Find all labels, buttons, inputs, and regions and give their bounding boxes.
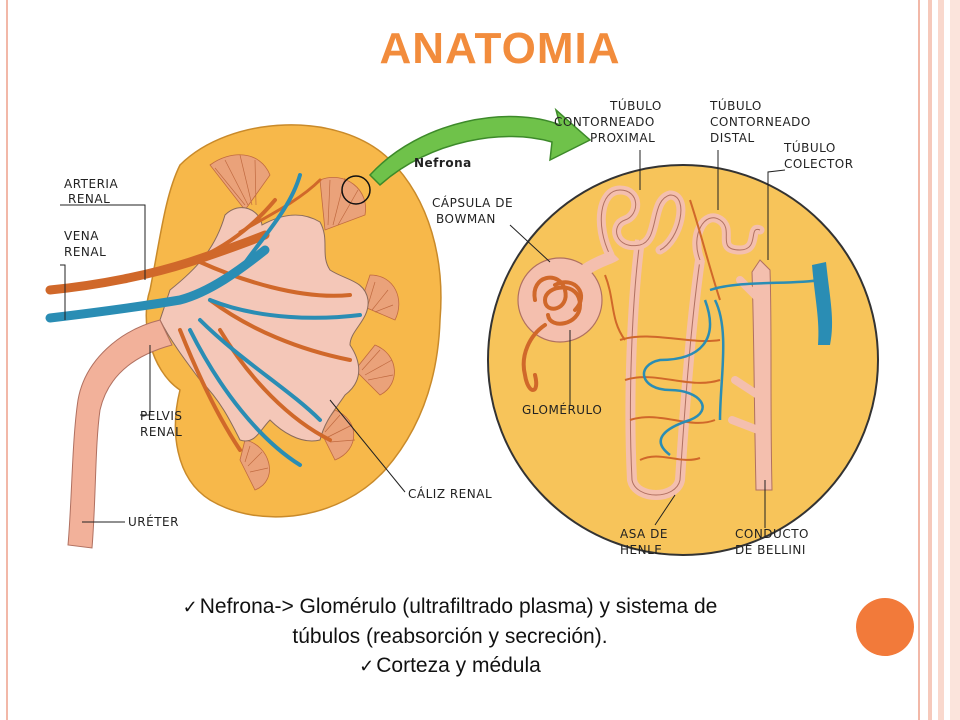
label-tubulo-proximal-3: PROXIMAL (590, 131, 655, 145)
label-tubulo-distal-1: TÚBULO (709, 98, 762, 113)
label-conducto-2: DE BELLINI (735, 543, 806, 557)
label-capsula-2: BOWMAN (436, 212, 496, 226)
bullet-item-1: ✓Nefrona-> Glomérulo (ultrafiltrado plas… (80, 592, 820, 622)
nephron-marker (341, 175, 371, 205)
nephron-background (487, 164, 879, 556)
checkmark-icon: ✓ (182, 597, 198, 617)
bullet-item-2: ✓Corteza y médula (80, 651, 820, 681)
label-tubulo-proximal-1: TÚBULO (609, 98, 662, 113)
right-stripe-2 (938, 0, 944, 720)
label-nefrona: Nefrona (414, 156, 472, 170)
label-tubulo-distal-2: CONTORNEADO (710, 115, 811, 129)
vein-trunk (812, 262, 833, 345)
label-pelvis-renal-2: RENAL (140, 425, 182, 439)
right-stripe-1 (928, 0, 932, 720)
checkmark-icon: ✓ (359, 656, 375, 676)
label-vena-renal-2: RENAL (64, 245, 106, 259)
label-arteria-renal-1: ARTERIA (64, 177, 118, 191)
kidney (45, 124, 442, 549)
bowmans-capsule (517, 257, 603, 343)
decorative-orange-circle (856, 598, 914, 656)
nephron-detail (487, 164, 879, 556)
label-arteria-renal-2: RENAL (68, 192, 110, 206)
label-conducto-1: CONDUCTO (735, 527, 809, 541)
label-vena-renal-1: VENA (64, 229, 99, 243)
leader-lines (60, 150, 786, 528)
bullet-1-line-2: túbulos (reabsorción y secreción). (292, 625, 608, 648)
nephron-arrow (368, 107, 592, 187)
label-glomerulo: GLOMÉRULO (522, 402, 602, 417)
slide-frame (6, 0, 920, 720)
bullet-list: ✓Nefrona-> Glomérulo (ultrafiltrado plas… (80, 592, 820, 681)
label-tubulo-distal-3: DISTAL (710, 131, 755, 145)
label-capsula-1: CÁPSULA DE (432, 195, 513, 210)
ureter (67, 319, 173, 549)
label-caliz-renal: CÁLIZ RENAL (408, 486, 492, 501)
label-pelvis-renal-1: PELVIS (140, 409, 183, 423)
label-asa-henle-2: HENLE (620, 543, 662, 557)
label-tubulo-colector-2: COLECTOR (784, 157, 854, 171)
label-tubulo-proximal-2: CONTORNEADO (554, 115, 655, 129)
glomerulus (521, 275, 583, 392)
diagram-labels: Nefrona ARTERIA RENAL VENA RENAL PELVIS … (64, 98, 854, 557)
right-stripe-3 (950, 0, 960, 720)
peritubular-veins (642, 278, 821, 456)
slide-title: ANATOMIA (379, 24, 621, 73)
bullet-1-line-1: Nefrona-> Glomérulo (ultrafiltrado plasm… (199, 595, 718, 618)
peritubular-arteries (604, 199, 721, 461)
renal-vein (45, 173, 362, 467)
label-ureter: URÉTER (128, 514, 179, 529)
bullet-2-text: Corteza y médula (376, 654, 541, 677)
label-asa-henle-1: ASA DE (620, 527, 668, 541)
label-tubulo-colector-1: TÚBULO (783, 140, 836, 155)
renal-artery (45, 178, 352, 452)
